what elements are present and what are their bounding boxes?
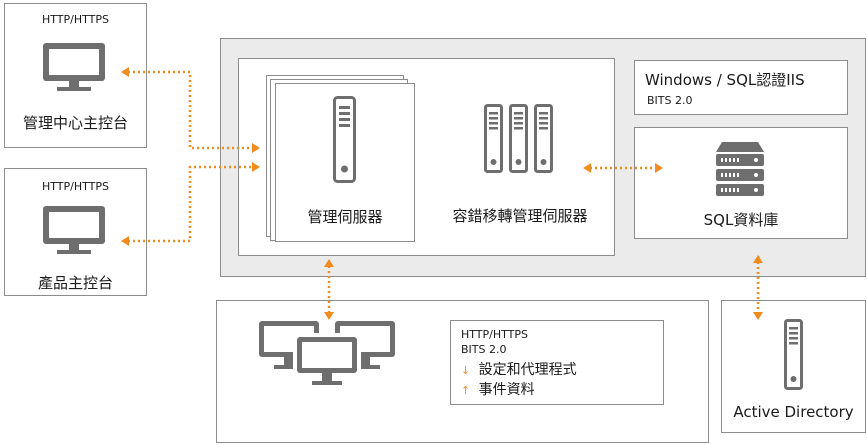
database-label: SQL資料庫 [703, 211, 779, 229]
settings-and-agents-label: 設定和代理程式 [478, 362, 577, 378]
agent-bits: BITS 2.0 [461, 343, 507, 356]
management-server-label: 管理伺服器 [307, 208, 383, 226]
down-arrow-icon: ↓ [461, 364, 471, 377]
auth-bits: BITS 2.0 [647, 94, 693, 107]
management-console-box: HTTP/HTTPS 管理中心主控台 [4, 3, 147, 148]
active-directory-box: Active Directory [721, 300, 866, 433]
auth-box: Windows / SQL認證IIS BITS 2.0 [634, 60, 848, 115]
auth-title: Windows / SQL認證IIS [645, 71, 805, 89]
database-server-icon [716, 142, 764, 196]
product-console-label: 產品主控台 [37, 274, 113, 292]
endpoint-computers-icon [259, 321, 395, 385]
active-directory-label: Active Directory [733, 403, 854, 421]
monitor-icon [43, 206, 105, 254]
management-server-card: 管理伺服器 [275, 83, 415, 242]
event-data-label: 事件資料 [478, 382, 535, 398]
agent-communication-box: HTTP/HTTPS BITS 2.0 ↓ 設定和代理程式 ↑ 事件資料 [450, 320, 664, 405]
server-tower-icon [784, 319, 803, 390]
management-console-label: 管理中心主控台 [22, 114, 128, 132]
agent-row-up: ↑ 事件資料 [461, 379, 535, 399]
failover-server-label: 容錯移轉管理伺服器 [452, 207, 588, 225]
management-console-protocol: HTTP/HTTPS [42, 13, 109, 26]
server-tower-icon [333, 96, 356, 183]
server-rack-icon [484, 104, 553, 173]
product-console-protocol: HTTP/HTTPS [42, 180, 109, 193]
agent-protocol: HTTP/HTTPS [461, 328, 528, 341]
up-arrow-icon: ↑ [461, 384, 471, 397]
agent-row-down: ↓ 設定和代理程式 [461, 359, 577, 379]
database-box: SQL資料庫 [634, 127, 848, 239]
product-console-box: HTTP/HTTPS 產品主控台 [4, 168, 147, 296]
monitor-icon [43, 43, 105, 91]
